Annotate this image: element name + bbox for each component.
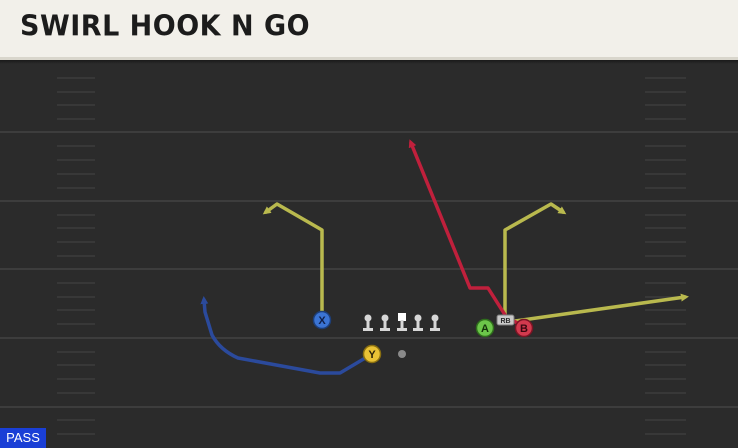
- lineman-icon: [413, 314, 423, 331]
- player-y[interactable]: Y: [362, 344, 382, 364]
- header-shadow: [0, 60, 738, 64]
- player-x[interactable]: X: [312, 310, 332, 330]
- route-b-go: [408, 139, 526, 328]
- player-y-label: Y: [368, 349, 376, 361]
- yard-lines: [0, 131, 738, 408]
- lineman-icon: [363, 314, 373, 331]
- player-rb-label: RB: [500, 318, 510, 325]
- play-field: X Y A B RB: [0, 77, 738, 435]
- hash-marks-right: [645, 77, 686, 435]
- play-type-badge: PASS: [0, 428, 46, 448]
- route-x-hook: [262, 202, 324, 320]
- play-header: SWIRL HOOK N GO: [0, 0, 738, 60]
- player-rb[interactable]: RB: [496, 314, 515, 326]
- hash-marks-left: [57, 77, 95, 435]
- player-a-label: A: [481, 323, 489, 335]
- lineman-icon: [430, 314, 440, 331]
- lineman-icon: [380, 314, 390, 331]
- player-x-label: X: [318, 315, 326, 327]
- route-a-hook: [503, 202, 567, 318]
- player-b[interactable]: B: [514, 318, 534, 338]
- route-rb-swing: [506, 293, 689, 324]
- quarterback-marker: [398, 350, 406, 358]
- player-a[interactable]: A: [475, 318, 495, 338]
- center-icon: [397, 313, 407, 331]
- route-y-swirl: [200, 296, 374, 375]
- play-title: SWIRL HOOK N GO: [20, 10, 311, 43]
- player-b-label: B: [520, 323, 528, 335]
- offensive-line: [363, 313, 440, 331]
